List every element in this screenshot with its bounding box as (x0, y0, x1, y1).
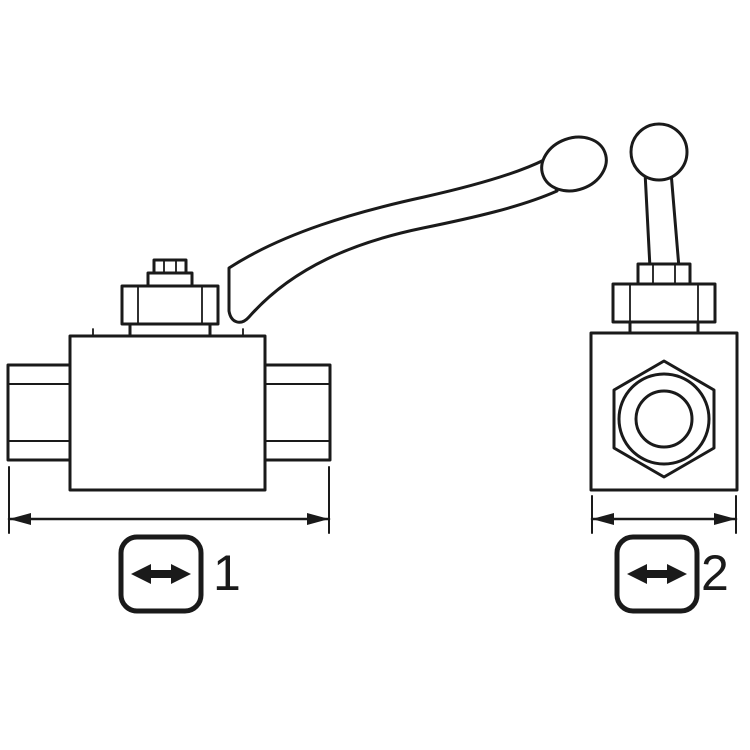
port-thread-circle (617, 372, 711, 466)
port-bore-circle (634, 389, 694, 449)
arrowhead-right (714, 513, 736, 525)
dimension-label-1: 1 (213, 545, 241, 601)
arrowhead-right (307, 513, 329, 525)
horizontal-double-arrow-icon (118, 534, 204, 614)
valve-handle-shaft (669, 170, 681, 270)
dimension-label-2: 2 (701, 545, 729, 601)
valve-port-left (6, 363, 72, 462)
horizontal-double-arrow-icon (614, 534, 700, 614)
valve-handle-lever (227, 158, 559, 324)
valve-handle-ball-grip (540, 135, 608, 193)
valve-neck-band (128, 322, 212, 338)
arrowhead-left (592, 513, 614, 525)
valve-gland-flange (611, 282, 717, 324)
port-hex-face (612, 359, 716, 479)
valve-handle-shaft (643, 170, 652, 270)
valve-stem (146, 271, 194, 288)
valve-stem-nut (152, 258, 188, 275)
arrowhead-left (9, 513, 31, 525)
valve-end-view (589, 122, 739, 492)
valve-stem-nut (636, 262, 692, 286)
dimension-line-1 (7, 466, 331, 534)
valve-port-right (263, 363, 332, 462)
valve-body (68, 334, 267, 492)
valve-handle-ball-grip (629, 122, 689, 182)
dimension-line-2 (590, 495, 738, 534)
valve-gland-flange (120, 284, 220, 326)
valve-neck-band (628, 320, 700, 335)
valve-side-view (6, 135, 608, 492)
